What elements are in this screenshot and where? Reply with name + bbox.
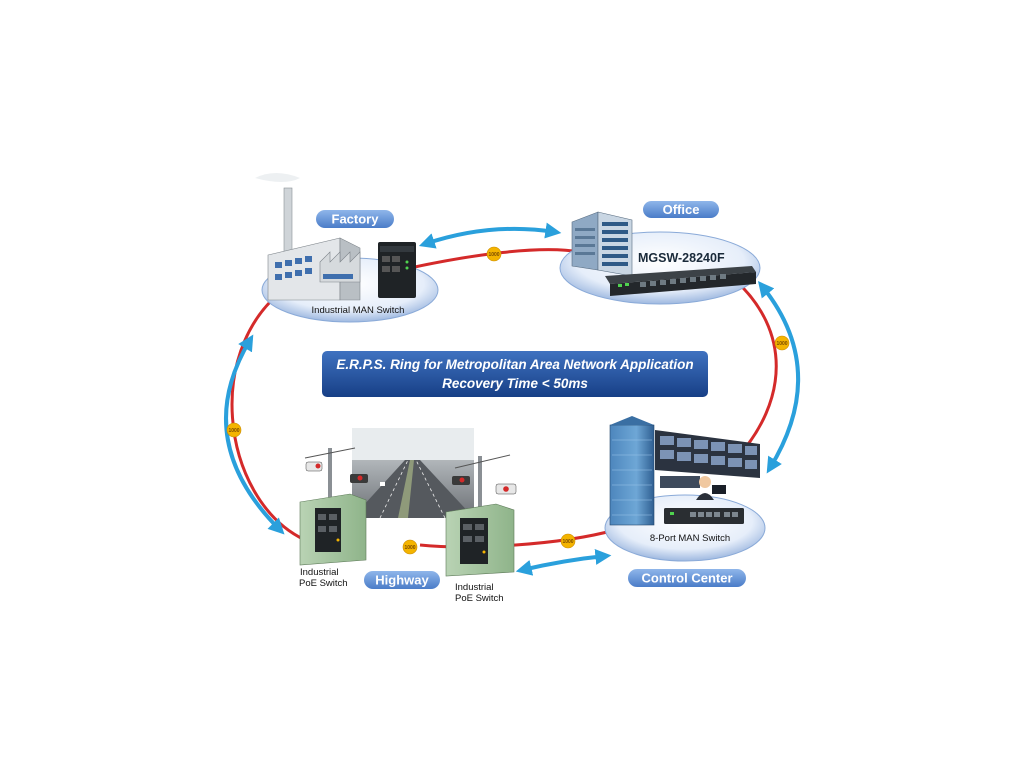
8-port-man-switch-icon: [664, 508, 744, 524]
highway-label: Highway: [375, 573, 429, 588]
title-banner: E.R.P.S. Ring for Metropolitan Area Netw…: [322, 351, 708, 397]
badge-left: 1000: [228, 428, 239, 434]
office-site: MGSW-28240F Office: [559, 201, 761, 305]
title-line1: E.R.P.S. Ring for Metropolitan Area Netw…: [336, 357, 693, 372]
factory-label-pill: [316, 210, 394, 228]
chimney-icon: [283, 187, 293, 254]
highway-device-right-line2: PoE Switch: [455, 593, 504, 604]
highway-road-image: [352, 428, 474, 519]
badge-top: 1000: [488, 252, 499, 258]
factory-building-icon: [267, 237, 361, 301]
highway-device-left-line1: Industrial: [300, 567, 339, 578]
highway-label-pill: [364, 571, 440, 589]
redundant-link-arrows: [224, 222, 801, 576]
office-building-icon: [571, 211, 633, 277]
operator-icon: [696, 476, 726, 500]
industrial-poe-switch-left-icon: [299, 493, 367, 566]
office-model-label: MGSW-28240F: [638, 251, 725, 265]
office-label: Office: [663, 202, 700, 217]
badge-right-icon: [774, 335, 790, 351]
mgsw-switch-icon: [605, 266, 756, 296]
video-wall-icon: [655, 430, 760, 488]
badge-right: 1000: [776, 341, 787, 347]
control-center-label-pill: [628, 569, 746, 587]
badge-bottom-left: 1000: [404, 545, 415, 551]
control-center-site: 8-Port MAN Switch Control Center: [604, 416, 766, 587]
badge-top-icon: [486, 246, 502, 262]
arrow-office-control: [757, 281, 801, 474]
control-center-device-caption: 8-Port MAN Switch: [650, 533, 730, 544]
camera-pole-right-icon: [452, 454, 517, 514]
smoke-icon: [255, 173, 300, 182]
badge-bottom-left-icon: [402, 539, 418, 555]
badge-left-icon: [226, 422, 242, 438]
highway-device-right-line1: Industrial: [455, 582, 494, 593]
factory-label: Factory: [332, 212, 380, 227]
arrow-factory-office: [418, 222, 562, 249]
title-banner-bg: [322, 351, 708, 397]
industrial-man-switch-icon: [378, 242, 416, 298]
highway-site: Industrial PoE Switch Industrial PoE Swi…: [299, 428, 517, 604]
highway-device-left-line2: PoE Switch: [299, 578, 348, 589]
tower-building-icon: [609, 416, 655, 526]
control-center-label: Control Center: [642, 571, 733, 586]
industrial-poe-switch-right-icon: [445, 503, 515, 577]
badge-bottom-right-icon: [560, 533, 576, 549]
office-label-pill: [643, 201, 719, 218]
badge-bottom-right: 1000: [562, 539, 573, 545]
camera-pole-left-icon: [304, 447, 368, 506]
factory-site: Industrial MAN Switch Factory: [255, 173, 439, 323]
arrow-factory-highway: [224, 334, 285, 535]
link-badges: 1000 1000 1000 1000 1000: [226, 246, 790, 555]
factory-device-caption: Industrial MAN Switch: [312, 305, 405, 316]
arrow-highway-control: [515, 548, 612, 576]
title-line2: Recovery Time < 50ms: [442, 376, 588, 391]
